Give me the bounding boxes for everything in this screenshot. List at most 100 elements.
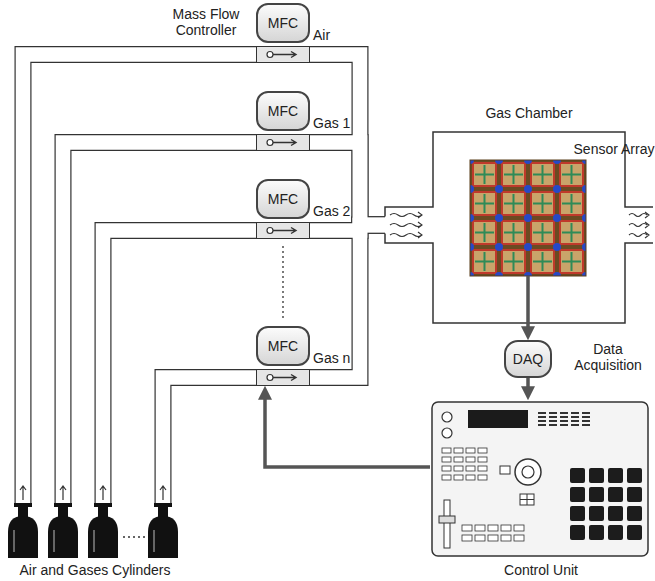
cylinder-highlight [53, 530, 55, 552]
device-indicator [560, 412, 568, 414]
gas-pipe [310, 55, 385, 226]
device-pad [589, 506, 604, 521]
gas-pipe [310, 143, 385, 226]
supply-pipe [103, 231, 256, 507]
device-button [514, 525, 524, 531]
control-unit-drawing [432, 402, 648, 556]
gas-pipe [310, 225, 385, 378]
device-indicator [582, 420, 590, 422]
mfc-box: MFC [256, 3, 310, 43]
device-indicator [560, 420, 568, 422]
device-button [475, 535, 485, 541]
device-button [478, 457, 487, 462]
device-button [454, 457, 463, 462]
device-body [432, 402, 648, 556]
signal-arrow [526, 378, 530, 389]
mass-flow-controller: MFC [256, 3, 310, 63]
box-label: MFC [268, 338, 298, 354]
gas-cylinder [88, 516, 118, 558]
device-indicator [571, 420, 579, 422]
device-button [478, 466, 487, 471]
node-heading: Sensor Array [470, 141, 655, 157]
device-button [520, 494, 534, 505]
gas-cylinder [148, 516, 178, 558]
device-indicator [582, 416, 590, 418]
device-pad [570, 468, 585, 483]
device-pad [608, 525, 623, 540]
ellipsis-dots [123, 536, 145, 537]
flow-arrow [629, 212, 649, 218]
device-indicator [549, 424, 557, 426]
mfc-box: MFC [256, 326, 310, 366]
cylinder-neck [18, 506, 28, 517]
cylinder-highlight [93, 530, 95, 552]
valve-symbol [257, 135, 309, 150]
ellipsis-dots [282, 246, 283, 320]
gas-pipe [310, 143, 385, 226]
device-pad [589, 468, 604, 483]
mass-flow-controller: MFC [256, 91, 310, 151]
valve-symbol [257, 370, 309, 385]
box-label: MFC [268, 191, 298, 207]
device-pad [627, 468, 642, 483]
gas-cylinder [8, 516, 38, 558]
part-label: Mass Flow Controller [158, 6, 254, 38]
device-knob [442, 412, 452, 422]
device-button [442, 448, 451, 453]
device-button [466, 448, 475, 453]
flow-arrow [100, 486, 106, 500]
device-indicator [582, 424, 590, 426]
device-pad [608, 487, 623, 502]
flow-arrow [60, 486, 66, 500]
sensor-array: Sensor Array [470, 140, 586, 276]
device-button [488, 525, 498, 531]
device-indicator [571, 416, 579, 418]
device-indicator [582, 412, 590, 414]
gas-cylinders [8, 486, 178, 558]
flow-arrow [629, 222, 649, 228]
device-button [462, 535, 472, 541]
device-display [468, 410, 528, 428]
device-indicator [549, 412, 557, 414]
device-fader-handle [439, 516, 455, 523]
flow-arrow [390, 232, 422, 238]
device-pad [627, 506, 642, 521]
supply-pipe [163, 378, 256, 507]
flow-arrow [160, 486, 166, 500]
device-knob [442, 428, 452, 438]
device-button [466, 466, 475, 471]
device-indicator [538, 416, 546, 418]
device-button [478, 448, 487, 453]
control-unit: Control Unit [430, 400, 652, 579]
device-pad [608, 468, 623, 483]
flow-valve [256, 369, 310, 386]
box-label: MFC [268, 15, 298, 31]
device-fader [444, 500, 450, 548]
supply-pipe [23, 55, 256, 507]
device-pad [570, 506, 585, 521]
cylinder-highlight [153, 530, 155, 552]
cylinder-neck [98, 506, 108, 517]
pipe-label: Air [313, 27, 330, 43]
supply-pipe [103, 231, 256, 507]
device-button [462, 525, 472, 531]
flow-valve [256, 134, 310, 151]
gas-pipe [310, 225, 385, 378]
device-indicator [538, 412, 546, 414]
signal-arrow [265, 397, 430, 467]
device-button [454, 448, 463, 453]
node-heading: Control Unit [504, 562, 578, 579]
flow-arrow [20, 486, 26, 500]
device-button [488, 535, 498, 541]
pipe-outline [23, 55, 385, 507]
device-button [442, 475, 451, 480]
device-dial [515, 459, 541, 485]
device-button [454, 466, 463, 471]
flow-arrow [390, 222, 422, 228]
supply-pipe [63, 143, 256, 507]
sensor-array-image [470, 160, 586, 276]
device-pad [570, 487, 585, 502]
flow-valve [256, 222, 310, 239]
device-indicator [549, 420, 557, 422]
